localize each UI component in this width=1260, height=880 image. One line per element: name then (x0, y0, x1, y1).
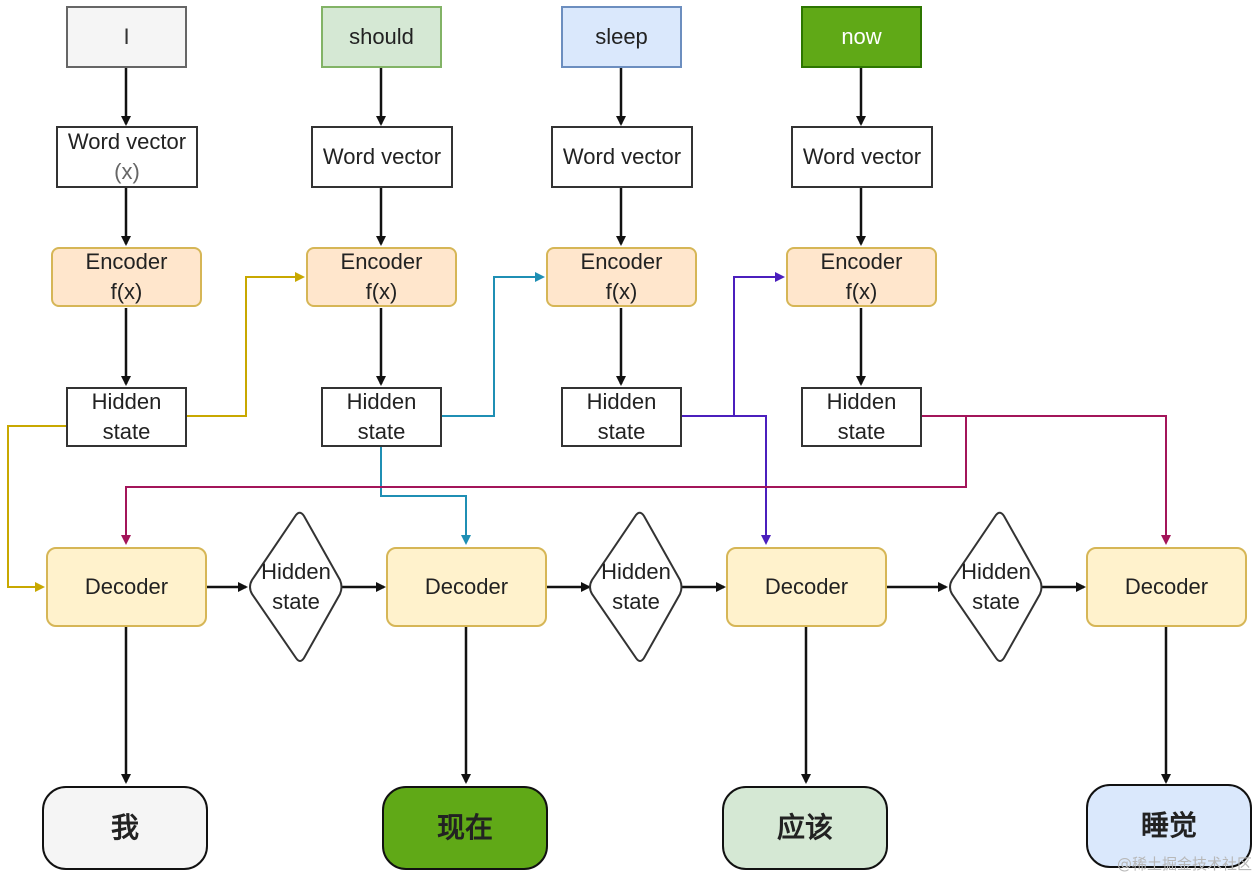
connector-teal-hidden2-to-encoder3 (442, 272, 545, 417)
hidden-label: Hidden (261, 559, 331, 584)
hidden-label: Hidden (961, 559, 1031, 584)
encoder-box-4: Encoder f(x) (786, 247, 937, 307)
hidden-state-diamond-1 (249, 511, 343, 662)
output-box-3: 应该 (722, 786, 888, 870)
state-label: state (272, 589, 320, 614)
word-vector-label: Word vector (802, 144, 922, 169)
connector-magenta-hidden4-to-decoder1 (121, 416, 967, 545)
encoder-label: Encoder (85, 249, 168, 274)
watermark: @稀土掘金技术社区 (1116, 855, 1252, 873)
token-box-sleep: sleep (561, 6, 682, 68)
word-vector-box-4: Word vector (791, 126, 933, 188)
decoder-box-3: Decoder (726, 547, 887, 627)
hidden-label: Hidden (586, 389, 657, 414)
hidden-state-box-2: Hidden state (321, 387, 442, 447)
output-label: 睡觉 (1140, 810, 1197, 841)
decoder-box-4: Decoder (1086, 547, 1247, 627)
state-label: state (357, 419, 406, 444)
hidden-state-diamond-2 (589, 511, 683, 662)
decoder-label: Decoder (84, 574, 169, 599)
state-label: state (837, 419, 886, 444)
word-vector-box-1: Word vector (x) (56, 126, 198, 188)
output-label: 现在 (436, 812, 493, 843)
encoder-label: Encoder (820, 249, 903, 274)
connector-yellow-hidden1-to-decoder1 (7, 425, 66, 592)
decoder-label: Decoder (764, 574, 849, 599)
token-box-should: should (321, 6, 442, 68)
encoder-function: f(x) (605, 279, 638, 304)
encoder-function: f(x) (845, 279, 878, 304)
connector-magenta-hidden4-to-decoder4 (922, 415, 1171, 545)
state-label: state (612, 589, 660, 614)
token-label: sleep (595, 24, 648, 49)
connector-yellow-hidden1-to-encoder2 (187, 272, 305, 417)
word-vector-label: Word vector (67, 129, 187, 154)
state-label: state (102, 419, 151, 444)
decoder-label: Decoder (424, 574, 509, 599)
encoder-box-2: Encoder f(x) (306, 247, 457, 307)
encoder-box-3: Encoder f(x) (546, 247, 697, 307)
connector-teal-hidden2-to-decoder2 (380, 447, 471, 545)
connector-purple-hidden3-to-encoder4 (682, 272, 785, 417)
encoder-function: f(x) (365, 279, 398, 304)
hidden-label: Hidden (346, 389, 417, 414)
hidden-state-diamond-label-3: Hidden state (946, 555, 1046, 619)
decoder-box-1: Decoder (46, 547, 207, 627)
token-box-now: now (801, 6, 922, 68)
output-label: 应该 (776, 812, 833, 843)
output-box-1: 我 (42, 786, 208, 870)
decoder-label: Decoder (1124, 574, 1209, 599)
word-vector-box-2: Word vector (311, 126, 453, 188)
token-box-i: I (66, 6, 187, 68)
output-box-2: 现在 (382, 786, 548, 870)
output-box-4: 睡觉 (1086, 784, 1252, 868)
hidden-state-box-3: Hidden state (561, 387, 682, 447)
state-label: state (972, 589, 1020, 614)
state-label: state (597, 419, 646, 444)
token-label: I (123, 24, 130, 49)
hidden-label: Hidden (601, 559, 671, 584)
hidden-state-diamond-3 (949, 511, 1043, 662)
word-vector-box-3: Word vector (551, 126, 693, 188)
token-label: now (841, 24, 882, 49)
hidden-state-diamond-label-2: Hidden state (586, 555, 686, 619)
word-vector-label: Word vector (322, 144, 442, 169)
connector-purple-hidden3-to-decoder3 (734, 415, 771, 545)
hidden-state-diamond-label-1: Hidden state (246, 555, 346, 619)
encoder-label: Encoder (340, 249, 423, 274)
encoder-box-1: Encoder f(x) (51, 247, 202, 307)
token-label: should (349, 24, 414, 49)
word-vector-param: (x) (114, 159, 140, 184)
hidden-label: Hidden (826, 389, 897, 414)
hidden-label: Hidden (91, 389, 162, 414)
hidden-state-box-1: Hidden state (66, 387, 187, 447)
word-vector-label: Word vector (562, 144, 682, 169)
encoder-function: f(x) (110, 279, 143, 304)
hidden-state-box-4: Hidden state (801, 387, 922, 447)
decoder-box-2: Decoder (386, 547, 547, 627)
encoder-label: Encoder (580, 249, 663, 274)
output-label: 我 (110, 812, 139, 843)
